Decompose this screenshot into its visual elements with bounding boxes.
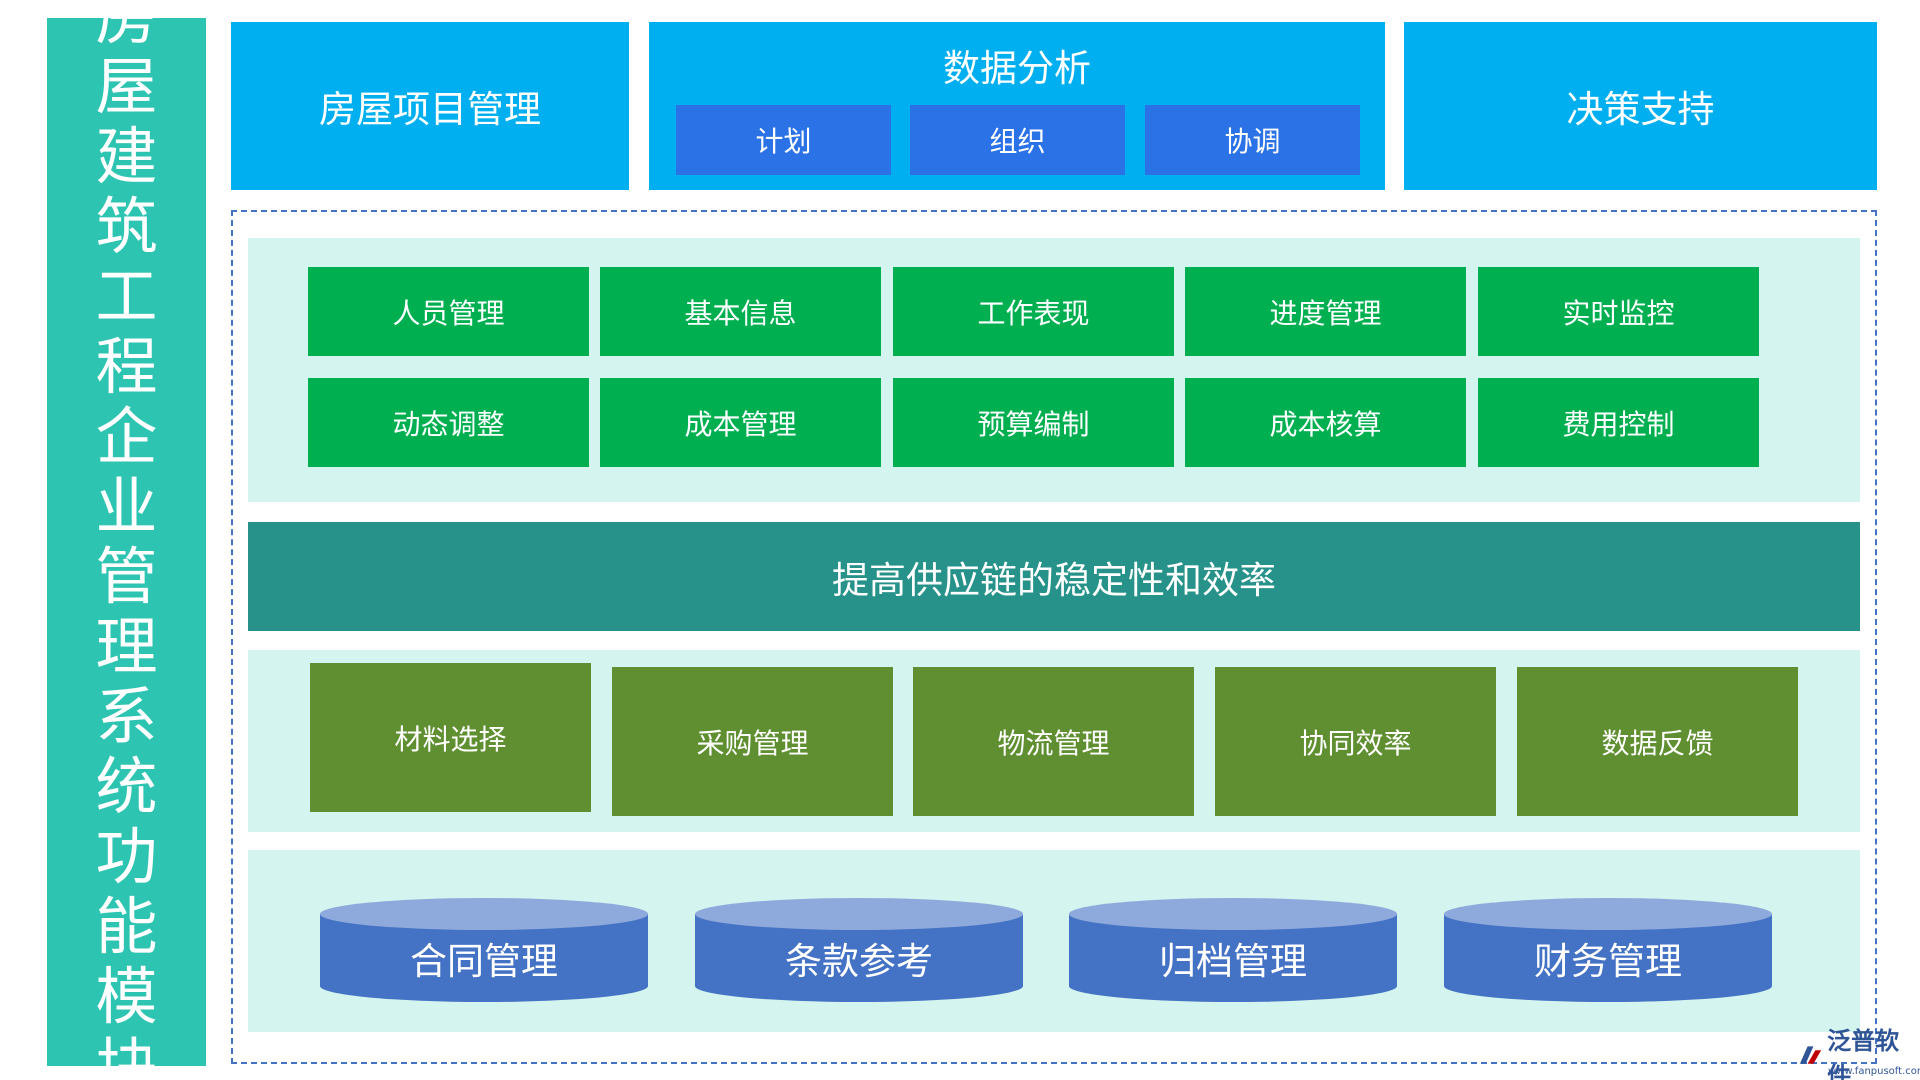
- cylinder-archive-management: 归档管理: [1069, 898, 1397, 1002]
- cylinder-label: 条款参考: [785, 940, 933, 983]
- module-label: 物流管理: [997, 726, 1110, 760]
- module-label: 实时监控: [1562, 296, 1675, 330]
- house-project-management-box: 房屋项目管理: [231, 22, 629, 190]
- module-realtime-monitor: 实时监控: [1478, 267, 1759, 356]
- module-label: 数据反馈: [1601, 726, 1714, 760]
- module-label: 成本管理: [684, 407, 797, 441]
- module-collaboration-efficiency: 协同效率: [1215, 667, 1496, 816]
- cylinder-terms-reference: 条款参考: [695, 898, 1023, 1002]
- cylinder-contract-management: 合同管理: [320, 898, 648, 1002]
- module-budgeting: 预算编制: [893, 378, 1174, 467]
- module-label: 成本核算: [1269, 407, 1382, 441]
- decision-support-label: 决策支持: [1566, 88, 1715, 131]
- module-label: 材料选择: [394, 722, 507, 756]
- module-data-feedback: 数据反馈: [1517, 667, 1798, 816]
- module-label: 人员管理: [392, 296, 505, 330]
- brand-mark-icon: [1799, 1046, 1822, 1064]
- module-label: 基本信息: [684, 296, 797, 330]
- brand-logo: 泛普软件 www.fanpusoft.com: [1796, 1026, 1920, 1080]
- module-label: 协同效率: [1299, 726, 1412, 760]
- organize-label: 组织: [989, 125, 1046, 158]
- module-cost-management: 成本管理: [600, 378, 881, 467]
- plan-label: 计划: [755, 125, 812, 158]
- cylinder-label: 财务管理: [1534, 940, 1682, 983]
- data-analysis-title: 数据分析: [943, 47, 1091, 90]
- brand-name: 泛普软件: [1827, 1026, 1900, 1080]
- module-cost-accounting: 成本核算: [1185, 378, 1466, 467]
- data-analysis-box: 数据分析 计划 组织 协调: [649, 22, 1385, 190]
- module-personnel: 人员管理: [308, 267, 589, 356]
- house-project-management-label: 房屋项目管理: [319, 88, 541, 131]
- cylinder-finance-management: 财务管理: [1444, 898, 1772, 1002]
- module-label: 进度管理: [1269, 296, 1382, 330]
- coordinate-box: 协调: [1145, 105, 1360, 175]
- system-title-panel: 房屋建筑工程企业管理系统功能模块: [47, 0, 206, 1080]
- brand-url: www.fanpusoft.com: [1828, 1066, 1920, 1077]
- module-basic-info: 基本信息: [600, 267, 881, 356]
- module-label: 费用控制: [1562, 407, 1675, 441]
- module-progress: 进度管理: [1185, 267, 1466, 356]
- module-work-performance: 工作表现: [893, 267, 1174, 356]
- supply-chain-banner: 提高供应链的稳定性和效率: [248, 522, 1860, 631]
- module-logistics: 物流管理: [913, 667, 1194, 816]
- coordinate-label: 协调: [1224, 125, 1281, 158]
- module-label: 工作表现: [977, 296, 1090, 330]
- module-dynamic-adjust: 动态调整: [308, 378, 589, 467]
- module-label: 动态调整: [392, 407, 505, 441]
- module-expense-control: 费用控制: [1478, 378, 1759, 467]
- supply-chain-banner-label: 提高供应链的稳定性和效率: [832, 558, 1276, 602]
- cylinder-label: 合同管理: [410, 940, 558, 983]
- cylinder-label: 归档管理: [1159, 940, 1307, 983]
- module-label: 采购管理: [696, 726, 809, 760]
- decision-support-box: 决策支持: [1404, 22, 1877, 190]
- modules-frame: [231, 210, 1877, 1064]
- module-procurement: 采购管理: [612, 667, 893, 816]
- module-material-selection: 材料选择: [310, 663, 591, 812]
- organize-box: 组织: [910, 105, 1125, 175]
- system-title: 房屋建筑工程企业管理系统功能模块: [95, 0, 158, 1080]
- module-label: 预算编制: [977, 407, 1090, 441]
- plan-box: 计划: [676, 105, 891, 175]
